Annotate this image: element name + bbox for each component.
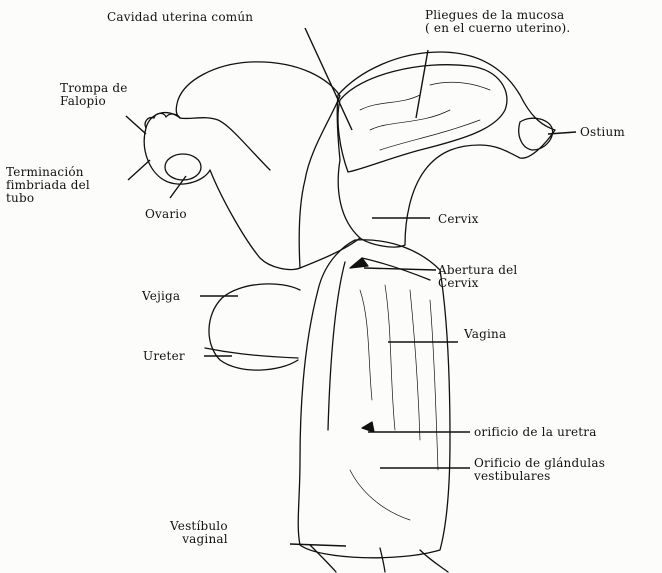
vagina-folds xyxy=(350,285,438,520)
fimbriae xyxy=(145,113,180,128)
label-vejiga: Vejiga xyxy=(142,290,180,303)
ostium xyxy=(519,118,553,150)
left-uterine-horn xyxy=(144,62,340,270)
fallopian-tube xyxy=(180,118,270,170)
horn-folds xyxy=(360,82,490,150)
label-trompa: Trompa de Falopio xyxy=(60,82,128,108)
label-vagina: Vagina xyxy=(464,328,506,341)
label-vestibulo: Vestíbulo vaginal xyxy=(170,520,228,546)
label-cervix: Cervix xyxy=(438,213,479,226)
label-ureter: Ureter xyxy=(143,350,185,363)
leader-pliegues xyxy=(416,50,428,118)
urethra-marker xyxy=(362,422,374,432)
leader-terminacion xyxy=(128,160,150,180)
vestibule xyxy=(310,545,448,572)
label-pliegues: Pliegues de la mucosa ( en el cuerno ute… xyxy=(425,9,570,35)
cervix-opening xyxy=(350,258,368,268)
leader-trompa xyxy=(126,116,146,134)
label-abertura: Abertura del Cervix xyxy=(438,264,517,290)
label-orificio-glandulas: Orificio de glándulas vestibulares xyxy=(474,457,605,483)
leader-vestibulo xyxy=(290,544,346,546)
label-cavidad-uterina: Cavidad uterina común xyxy=(107,11,253,24)
label-orificio-uretra: orificio de la uretra xyxy=(474,426,597,439)
ovary xyxy=(165,154,201,180)
leader-cavidad xyxy=(305,28,352,130)
leader-abertura xyxy=(364,268,436,270)
label-ostium: Ostium xyxy=(580,126,625,139)
label-ovario: Ovario xyxy=(145,208,187,221)
vagina-body xyxy=(298,240,450,558)
label-terminacion: Terminación fimbriada del tubo xyxy=(6,166,90,205)
